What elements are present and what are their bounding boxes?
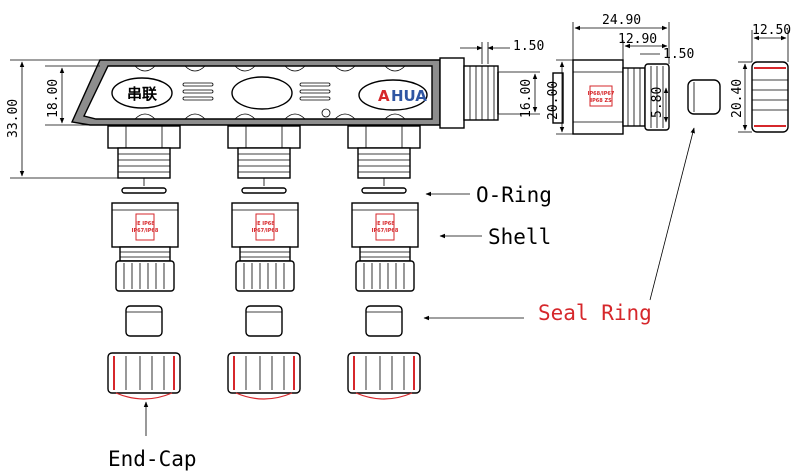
side-view-end-cap — [751, 61, 789, 133]
svg-text:IP67/IP68: IP67/IP68 — [132, 228, 159, 234]
side-view-seal-ring — [687, 79, 721, 115]
dim-24-90: 24.90 — [602, 13, 641, 28]
svg-text:IP68/IP67: IP68/IP67 — [588, 91, 615, 97]
o-ring-row — [121, 187, 407, 194]
outlet-neck-2 — [227, 125, 301, 179]
outlet-neck-1 — [107, 125, 181, 179]
dim-1-50-side: 1.50 — [663, 47, 694, 62]
center-window — [231, 76, 293, 110]
dim-1-50-top: 1.50 — [513, 39, 544, 54]
shell-2: IE IP68 IP67/IP68 — [231, 202, 299, 292]
side-view-connector: IP68/IP67 IP68 ZS — [552, 59, 670, 135]
dim-20-40: 20.40 — [730, 79, 745, 118]
dim-12-90: 12.90 — [618, 32, 657, 47]
brand-logo-right-letter: A — [378, 87, 390, 105]
end-cap-1 — [107, 352, 181, 400]
end-cap-3 — [347, 352, 421, 400]
dim-5-80: 5.80 — [650, 87, 665, 118]
outlet-neck-3 — [347, 125, 421, 179]
svg-text:IP68 ZS: IP68 ZS — [590, 98, 612, 104]
dim-18: 18.00 — [46, 79, 61, 118]
svg-text:IP67/IP68: IP67/IP68 — [252, 228, 279, 234]
callout-arrows — [143, 127, 695, 436]
distribution-housing: 串联 A HUA — [70, 59, 441, 126]
dimension-lines — [10, 22, 789, 179]
seal-ring-label: Seal Ring — [538, 301, 652, 325]
svg-text:IE IP68: IE IP68 — [255, 221, 275, 227]
shell-1: IE IP68 IP67/IP68 — [111, 202, 179, 292]
svg-text:IE IP68: IE IP68 — [135, 221, 155, 227]
housing-end-thread — [439, 57, 499, 129]
svg-text:IE IP68: IE IP68 — [375, 221, 395, 227]
dim-12-50: 12.50 — [752, 23, 791, 38]
o-ring-label: O-Ring — [476, 183, 552, 207]
dim-20: 20.00 — [546, 81, 561, 120]
shell-label: Shell — [488, 225, 551, 249]
dim-33: 33.00 — [6, 99, 21, 138]
seal-ring-row — [125, 305, 403, 337]
shell-3: IE IP68 IP67/IP68 — [351, 202, 419, 292]
end-cap-label: End-Cap — [108, 447, 197, 471]
svg-text:IP67/IP68: IP67/IP68 — [372, 228, 399, 234]
dim-16: 16.00 — [519, 79, 534, 118]
brand-logo-left-text: 串联 — [127, 85, 158, 103]
brand-logo-right-text: HUA — [391, 87, 427, 105]
brand-logo-left — [111, 77, 173, 109]
end-cap-2 — [227, 352, 301, 400]
brand-logo-right — [358, 79, 428, 111]
